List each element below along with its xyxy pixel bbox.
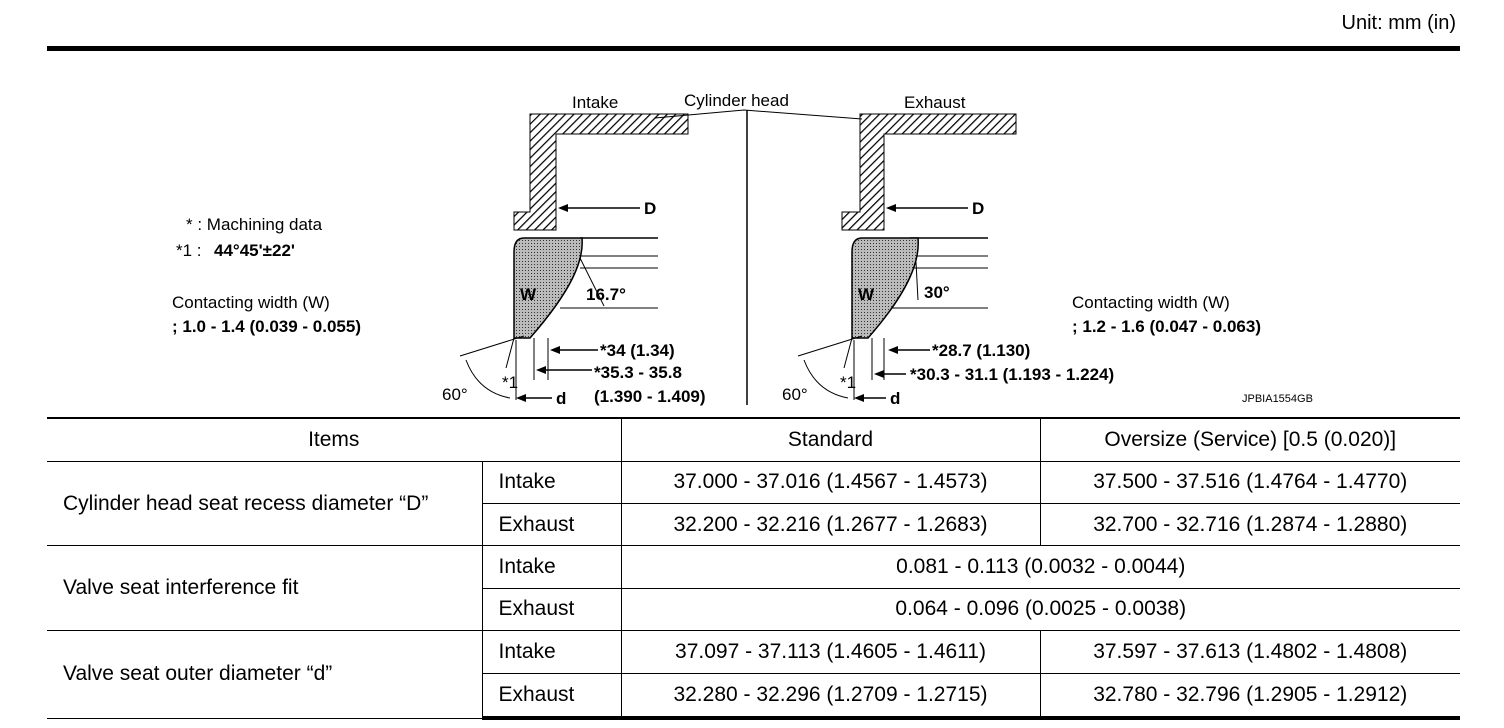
row-sub-exhaust: Exhaust	[482, 503, 622, 547]
exhaust-width-label: Contacting width (W)	[1072, 293, 1230, 312]
intake-label: Intake	[572, 93, 618, 112]
cell-merged-value: 0.081 - 0.113 (0.0032 - 0.0044)	[620, 545, 1460, 589]
exhaust-W-label: W	[858, 285, 875, 304]
exhaust-dim1: *28.7 (1.130)	[932, 341, 1030, 360]
table-row: Valve seat outer diameter “d” Intake 37.…	[47, 630, 1460, 719]
cell-standard: 32.200 - 32.216 (1.2677 - 1.2683)	[620, 503, 1041, 547]
exhaust-star1-mark: *1	[840, 373, 856, 392]
exhaust-D-label: D	[972, 199, 984, 218]
exhaust-dim2: *30.3 - 31.1 (1.193 - 1.224)	[910, 365, 1114, 384]
table-row: Valve seat interference fit Intake 0.081…	[47, 545, 1460, 632]
head-leader-line	[654, 109, 863, 120]
row-sub-exhaust: Exhaust	[482, 672, 622, 720]
intake-60-label: 60°	[442, 385, 468, 404]
exhaust-label: Exhaust	[904, 93, 966, 112]
header-oversize: Oversize (Service) [0.5 (0.020)]	[1039, 416, 1460, 462]
row-item-label: Valve seat interference fit	[47, 545, 483, 632]
cell-oversize: 37.597 - 37.613 (1.4802 - 1.4808)	[1039, 630, 1460, 674]
star1-label: *1 :	[176, 241, 202, 260]
intake-dim3: (1.390 - 1.409)	[594, 387, 706, 406]
intake-width-label: Contacting width (W)	[172, 293, 330, 312]
exhaust-60-label: 60°	[782, 385, 808, 404]
exhaust-valve-seat	[797, 237, 988, 402]
table-row: Cylinder head seat recess diameter “D” I…	[47, 460, 1460, 547]
star1-value: 44°45'±22'	[214, 241, 295, 260]
cell-oversize: 32.780 - 32.796 (1.2905 - 1.2912)	[1039, 672, 1460, 720]
cell-standard: 37.000 - 37.016 (1.4567 - 1.4573)	[620, 460, 1041, 505]
table-row: Exhaust 32.280 - 32.296 (1.2709 - 1.2715…	[47, 672, 1460, 720]
valve-seat-spec-table: Items Standard Oversize (Service) [0.5 (…	[47, 416, 1460, 720]
table-row: Exhaust 32.200 - 32.216 (1.2677 - 1.2683…	[47, 503, 1460, 547]
intake-head-section	[513, 113, 689, 231]
machining-note: * : Machining data	[186, 215, 323, 234]
table-header-row: Items Standard Oversize (Service) [0.5 (…	[47, 416, 1460, 462]
figure-code: JPBIA1554GB	[1242, 393, 1313, 405]
cell-oversize: 37.500 - 37.516 (1.4764 - 1.4770)	[1039, 460, 1460, 505]
row-item-label: Cylinder head seat recess diameter “D”	[47, 460, 483, 547]
intake-dim2: *35.3 - 35.8	[594, 363, 682, 382]
valve-seat-diagram: Intake Cylinder head Exhaust D D * : Mac…	[172, 91, 1313, 408]
cell-standard: 37.097 - 37.113 (1.4605 - 1.4611)	[620, 630, 1041, 674]
cell-standard: 32.280 - 32.296 (1.2709 - 1.2715)	[620, 672, 1041, 720]
exhaust-width-value: ; 1.2 - 1.6 (0.047 - 0.063)	[1072, 317, 1261, 336]
intake-d-label: d	[556, 389, 566, 408]
intake-D-label: D	[644, 199, 656, 218]
row-sub-exhaust: Exhaust	[482, 587, 622, 632]
top-rule	[47, 46, 1460, 51]
row-sub-intake: Intake	[481, 460, 622, 505]
intake-width-value: ; 1.0 - 1.4 (0.039 - 0.055)	[172, 317, 361, 336]
header-standard: Standard	[620, 416, 1041, 462]
exhaust-angle-label: 30°	[924, 283, 950, 302]
intake-angle-label: 16.7°	[586, 285, 626, 304]
intake-star1-mark: *1	[502, 373, 518, 392]
cell-merged-value: 0.064 - 0.096 (0.0025 - 0.0038)	[620, 587, 1460, 632]
unit-label: Unit: mm (in)	[1341, 12, 1456, 34]
header-items: Items	[47, 416, 622, 462]
row-sub-intake: Intake	[481, 545, 622, 589]
exhaust-d-label: d	[890, 389, 900, 408]
intake-W-label: W	[520, 285, 537, 304]
row-sub-intake: Intake	[481, 630, 622, 674]
cylinder-head-label: Cylinder head	[684, 91, 789, 110]
exhaust-head-section	[841, 113, 1017, 231]
intake-dim1: *34 (1.34)	[600, 341, 675, 360]
cell-oversize: 32.700 - 32.716 (1.2874 - 1.2880)	[1039, 503, 1460, 547]
intake-valve-seat	[459, 237, 658, 402]
row-item-label: Valve seat outer diameter “d”	[47, 630, 483, 719]
